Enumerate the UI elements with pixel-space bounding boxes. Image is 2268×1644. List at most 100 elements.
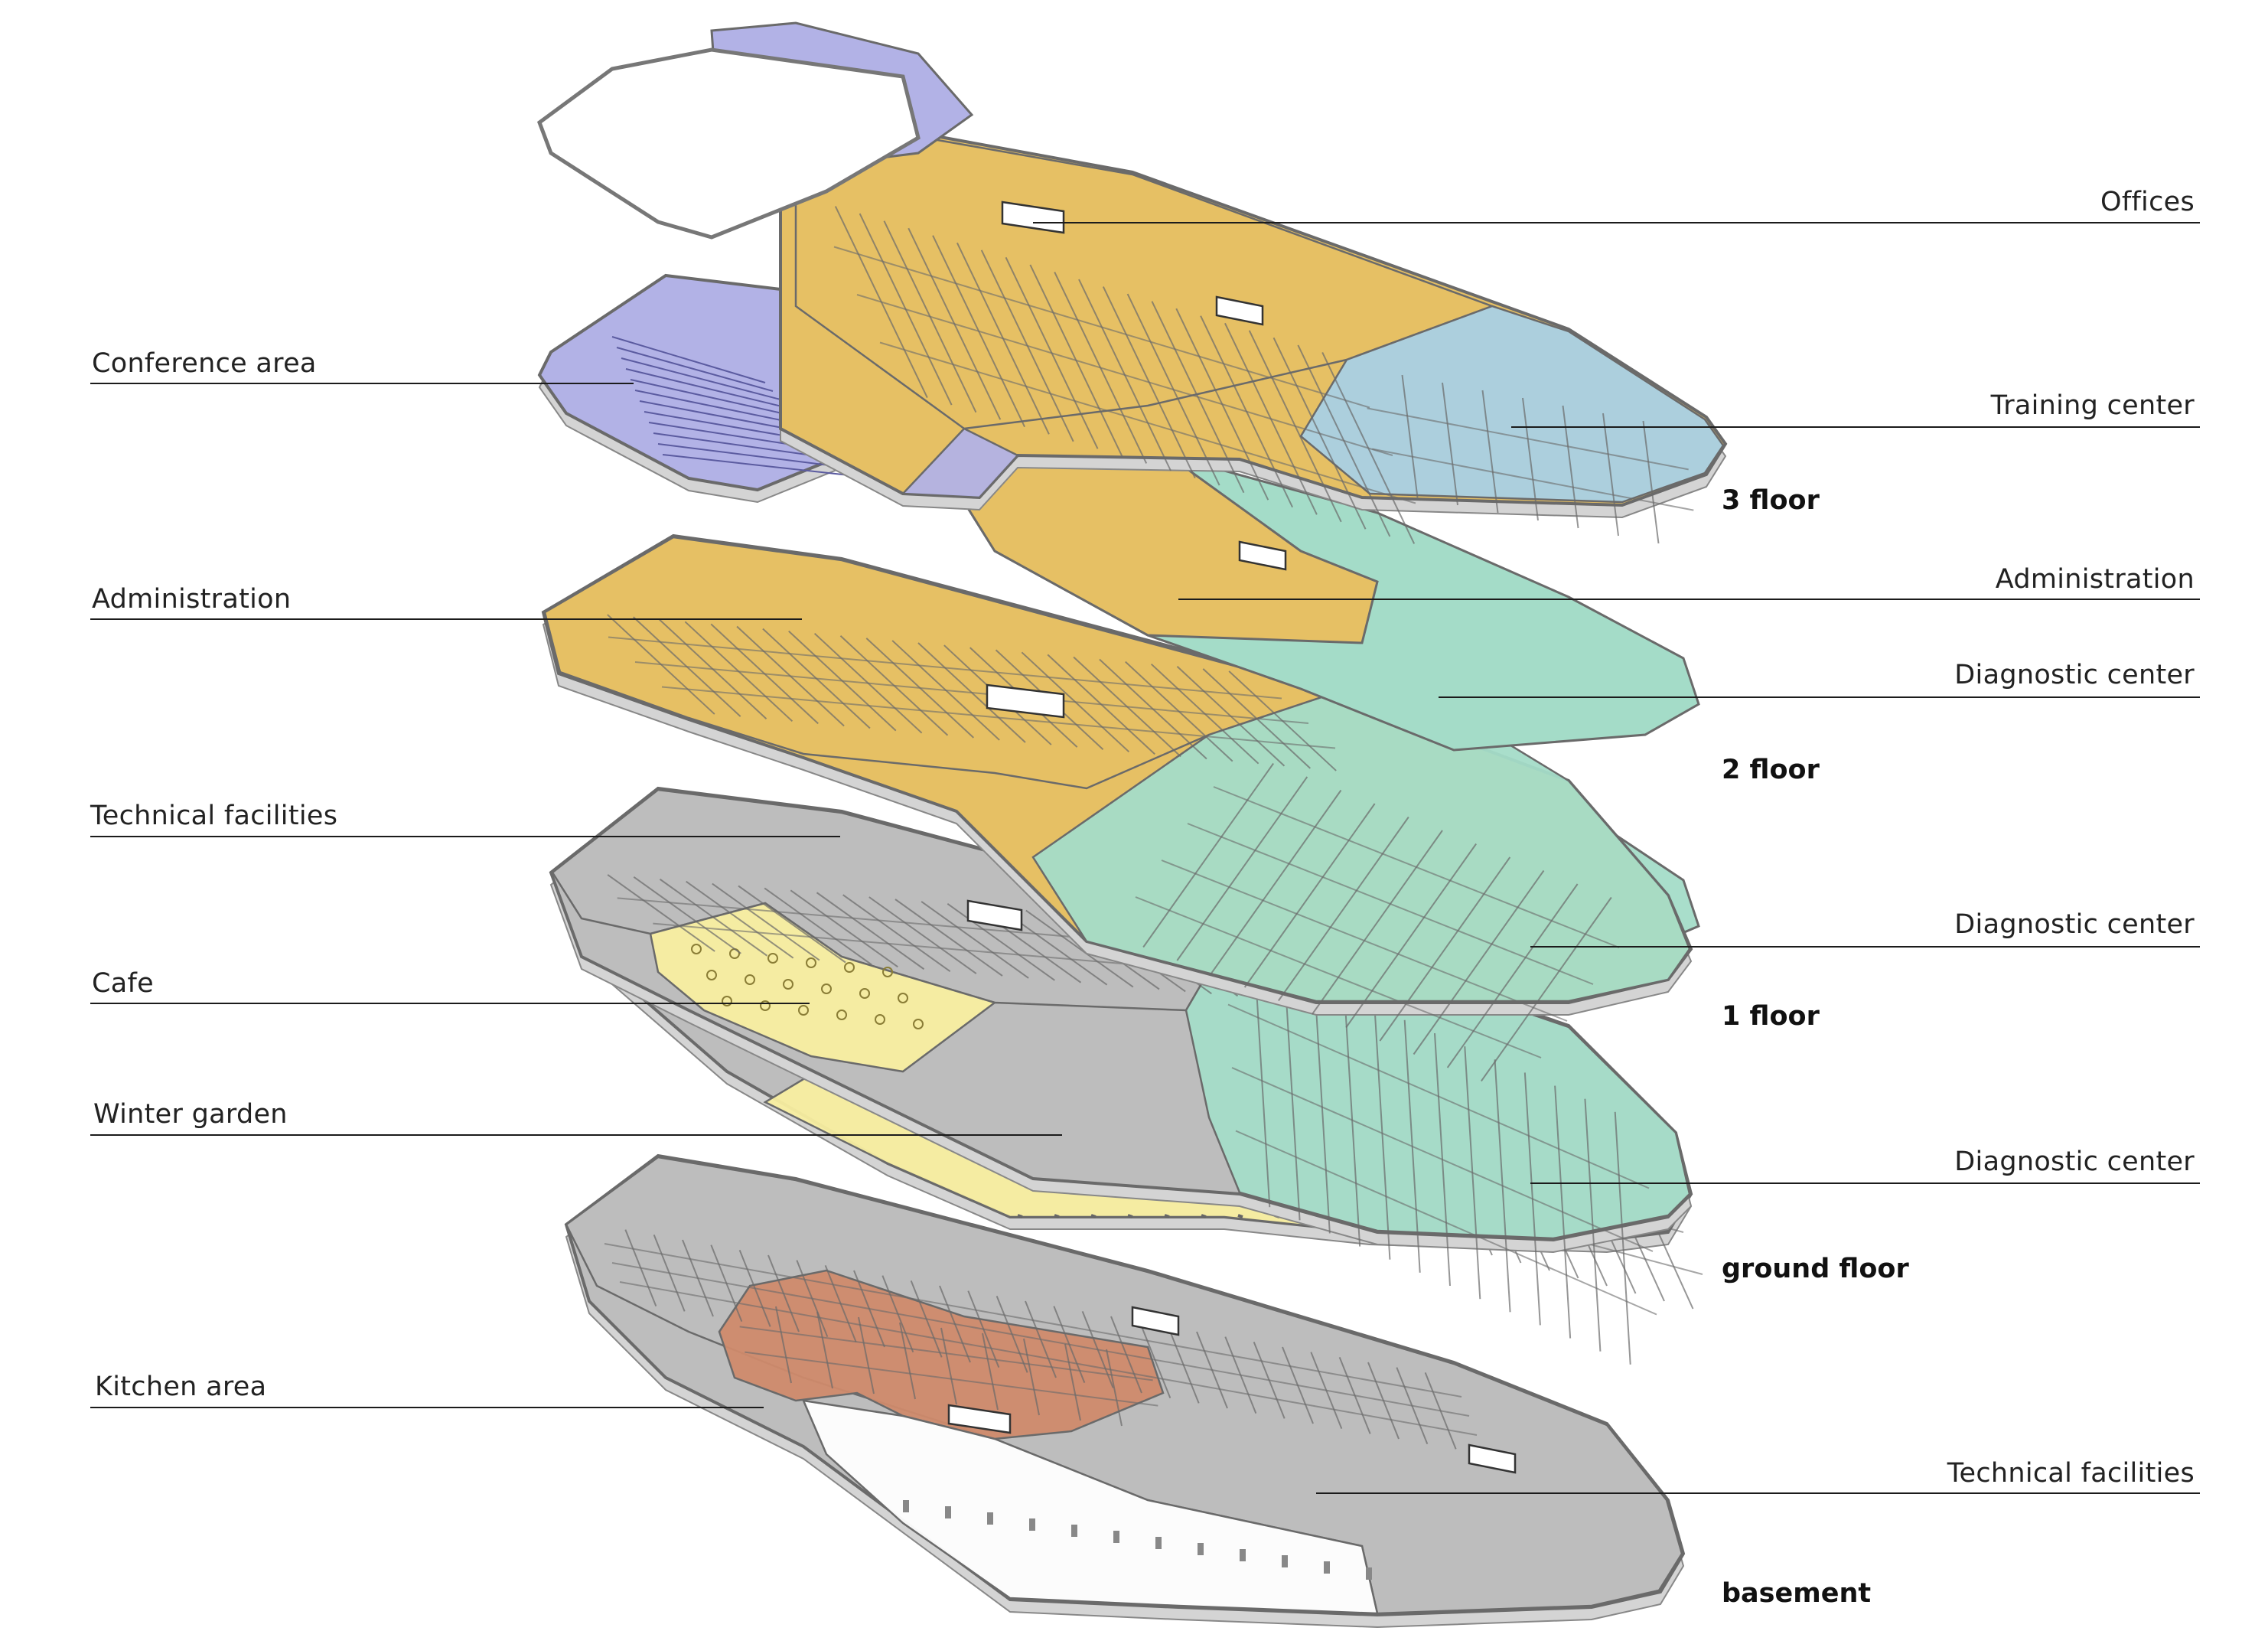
- leader-technical-facilities-left: [90, 836, 840, 837]
- technical-wall-cross: [686, 880, 794, 959]
- cafe-table: [806, 957, 816, 968]
- training-wall-cross: [1522, 397, 1539, 521]
- kitchen-wall-cross: [816, 1311, 833, 1389]
- training-wall-long: [1372, 448, 1694, 511]
- diagnostic-wall-long: [1187, 823, 1594, 985]
- cafe-table: [760, 1000, 771, 1011]
- cafe-table: [722, 996, 732, 1006]
- offices-atrium-void: [1001, 201, 1065, 234]
- technical-wall-cross: [1025, 909, 1134, 988]
- winter-garden-mullion: [1164, 1214, 1170, 1218]
- cafe-table: [882, 967, 893, 977]
- cafe-table: [859, 988, 870, 999]
- conference-seat-row: [653, 432, 835, 459]
- administration-wall-long: [661, 686, 1336, 749]
- diagnostic-wall-cross: [1481, 896, 1612, 1082]
- training-wall-long: [1367, 407, 1689, 471]
- basement-column: [1198, 1543, 1204, 1555]
- cafe-table: [836, 1010, 847, 1020]
- label-administration-right: Administration: [1995, 564, 2195, 595]
- training-wall-cross: [1401, 374, 1419, 498]
- training-wall-cross: [1562, 405, 1579, 529]
- winter-garden-mullion: [1017, 1214, 1023, 1218]
- offices-wall-long: [856, 294, 1393, 456]
- leader-diagnostic-center-1: [1530, 946, 2200, 948]
- cafe-table: [691, 944, 702, 954]
- diagnostic-wall-long: [1161, 860, 1568, 1022]
- conference-seat-row: [662, 454, 850, 476]
- basement-technical-wall-long: [604, 1243, 1462, 1398]
- second-floor-plate: [541, 427, 1700, 1082]
- label-offices: Offices: [2100, 187, 2195, 217]
- leader-diagnostic-center-2: [1439, 696, 2200, 698]
- cafe-table: [783, 979, 793, 990]
- cafe-table: [706, 970, 717, 980]
- technical-wall-cross: [764, 887, 872, 966]
- floor-title-2: 2 floor: [1722, 755, 1820, 785]
- technical-wall-cross: [947, 903, 1055, 981]
- conference-seat-row: [616, 347, 774, 392]
- label-technical-facilities-left: Technical facilities: [90, 801, 338, 831]
- label-winter-garden: Winter garden: [93, 1099, 288, 1130]
- training-wall-cross: [1481, 390, 1499, 514]
- level3-zone-conference-annex: [901, 427, 1020, 499]
- basement-column: [1240, 1549, 1246, 1561]
- winter-garden-mullion: [1201, 1214, 1207, 1218]
- training-wall-cross: [1602, 413, 1619, 537]
- technical-wall-cross: [921, 901, 1029, 979]
- leader-training-center: [1511, 426, 2200, 428]
- offices-wall-long: [833, 246, 1370, 409]
- cafe-table: [913, 1019, 924, 1029]
- diagnostic-wall-cross: [1379, 856, 1511, 1042]
- kitchen-wall-cross: [858, 1316, 875, 1394]
- level1-atrium-void: [966, 899, 1023, 931]
- basement-atrium-void: [1468, 1443, 1517, 1474]
- administration-wall-long: [608, 636, 1282, 700]
- offices-atrium-void: [1215, 295, 1264, 326]
- technical-wall-cross: [659, 878, 768, 957]
- administration-wall-long: [634, 661, 1309, 724]
- leader-kitchen-area: [90, 1407, 764, 1408]
- kitchen-wall-cross: [982, 1332, 999, 1411]
- leader-technical-facilities-right: [1316, 1492, 2200, 1494]
- technical-wall-cross: [868, 896, 977, 974]
- diagnostic-wall-cross: [1413, 869, 1545, 1055]
- kitchen-atrium-void: [947, 1404, 1012, 1434]
- basement-technical-wall-long: [619, 1281, 1478, 1436]
- floor-title-ground: ground floor: [1722, 1254, 1909, 1284]
- basement-column: [1155, 1537, 1162, 1549]
- kitchen-wall-cross: [775, 1306, 792, 1384]
- basement-column: [1324, 1561, 1330, 1574]
- basement-technical-wall-long: [611, 1262, 1470, 1417]
- diagnostic-wall-long: [1227, 1003, 1650, 1189]
- leader-administration-right: [1178, 599, 2200, 600]
- cafe-table: [798, 1005, 809, 1016]
- winter-garden-mullion: [1090, 1214, 1097, 1218]
- floor-title-3: 3 floor: [1722, 485, 1820, 516]
- basement-column: [1282, 1555, 1288, 1567]
- leader-cafe: [90, 1003, 810, 1004]
- basement-column: [1366, 1567, 1372, 1580]
- label-kitchen-area: Kitchen area: [95, 1372, 267, 1402]
- basement-column: [945, 1506, 951, 1518]
- diagnostic-wall-cross: [1243, 803, 1376, 988]
- floor-title-1: 1 floor: [1722, 1001, 1820, 1032]
- offices-wall-long: [879, 341, 1416, 504]
- label-training-center: Training center: [1990, 390, 2195, 421]
- leader-winter-garden: [90, 1134, 1062, 1136]
- label-diagnostic-center-1: Diagnostic center: [1954, 909, 2195, 940]
- technical-wall-cross: [738, 885, 846, 964]
- floor-title-basement: basement: [1722, 1578, 1872, 1609]
- conference-seat-row: [630, 379, 797, 417]
- leader-diagnostic-center-ground: [1530, 1182, 2200, 1184]
- cafe-table: [844, 962, 855, 973]
- conference-seat-row: [621, 357, 781, 400]
- roof-terrace-outline: [536, 47, 921, 240]
- basement-column: [987, 1512, 993, 1525]
- diagnostic-wall-cross: [1312, 830, 1443, 1015]
- cafe-table: [875, 1014, 885, 1025]
- diagnostic-wall-cross: [1345, 843, 1477, 1029]
- label-conference-area: Conference area: [92, 348, 317, 379]
